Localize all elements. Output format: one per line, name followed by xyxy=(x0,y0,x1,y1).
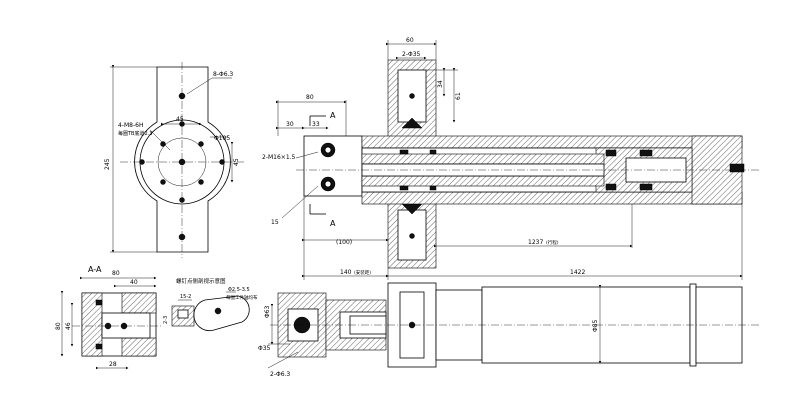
detail-sketch xyxy=(171,291,250,332)
end-view xyxy=(110,62,244,258)
elevation-view xyxy=(267,282,760,369)
label-bot-phi85: Φ85 xyxy=(592,319,599,332)
label-port-80: 80 xyxy=(306,94,314,101)
label-port-30: 30 xyxy=(286,121,294,128)
label-flange-34: 34 xyxy=(437,80,444,88)
label-dim-245: 245 xyxy=(104,158,111,170)
label-dim-phi105: Φ105 xyxy=(214,135,230,142)
label-detail-15-2: 15-2 xyxy=(180,294,191,300)
label-bolt-threads: 4-M8-6H xyxy=(118,122,143,129)
label-aa-28: 28 xyxy=(109,361,117,368)
label-detail-2-3: 2-3 xyxy=(163,316,169,324)
label-holes-top: 8-Φ6.3 xyxy=(213,71,233,78)
marker-a-top: A xyxy=(330,111,336,120)
label-flange-60: 60 xyxy=(406,37,414,44)
label-stroke-1237: 1237 xyxy=(528,239,543,246)
label-dim-45-right: 45 xyxy=(233,158,240,166)
label-detail-phi25: Φ2.5-3.5 xyxy=(228,287,250,293)
label-aa-40: 40 xyxy=(130,279,138,286)
label-dim-140-note: (安装距) xyxy=(354,269,371,276)
label-bot-2phi63: 2-Φ6.3 xyxy=(270,371,290,378)
main-section xyxy=(275,40,760,280)
marker-a-bot: A xyxy=(330,219,336,228)
label-port-thread: 2-M16×1.5 xyxy=(262,154,296,161)
label-dim-1422: 1422 xyxy=(570,269,585,276)
section-aa-title: A-A xyxy=(88,265,102,274)
section-aa xyxy=(60,276,162,370)
label-aa-80-left: 80 xyxy=(55,322,62,330)
label-port-15: 15 xyxy=(271,219,279,226)
label-stroke-note: (行程) xyxy=(546,239,559,246)
label-bot-phi35: Φ35 xyxy=(258,345,271,352)
label-bot-phi63: Φ63 xyxy=(264,305,271,318)
label-dim-45-top: 45 xyxy=(176,116,184,123)
label-flange-2phi35: 2-Φ35 xyxy=(402,51,421,58)
detail-title: 螺钉点侧剖视示意图 xyxy=(176,277,226,285)
label-dim-100: (100) xyxy=(336,239,352,246)
label-detail-note: 每圈工件轴均布 xyxy=(226,294,258,301)
label-bolt-note: 每圈TB底道2.3 xyxy=(118,130,152,137)
label-aa-46: 46 xyxy=(65,322,72,330)
label-aa-80-top: 80 xyxy=(112,270,120,277)
label-flange-61: 61 xyxy=(455,92,462,100)
label-port-33: 33 xyxy=(312,121,320,128)
label-dim-140: 140 xyxy=(340,269,352,276)
